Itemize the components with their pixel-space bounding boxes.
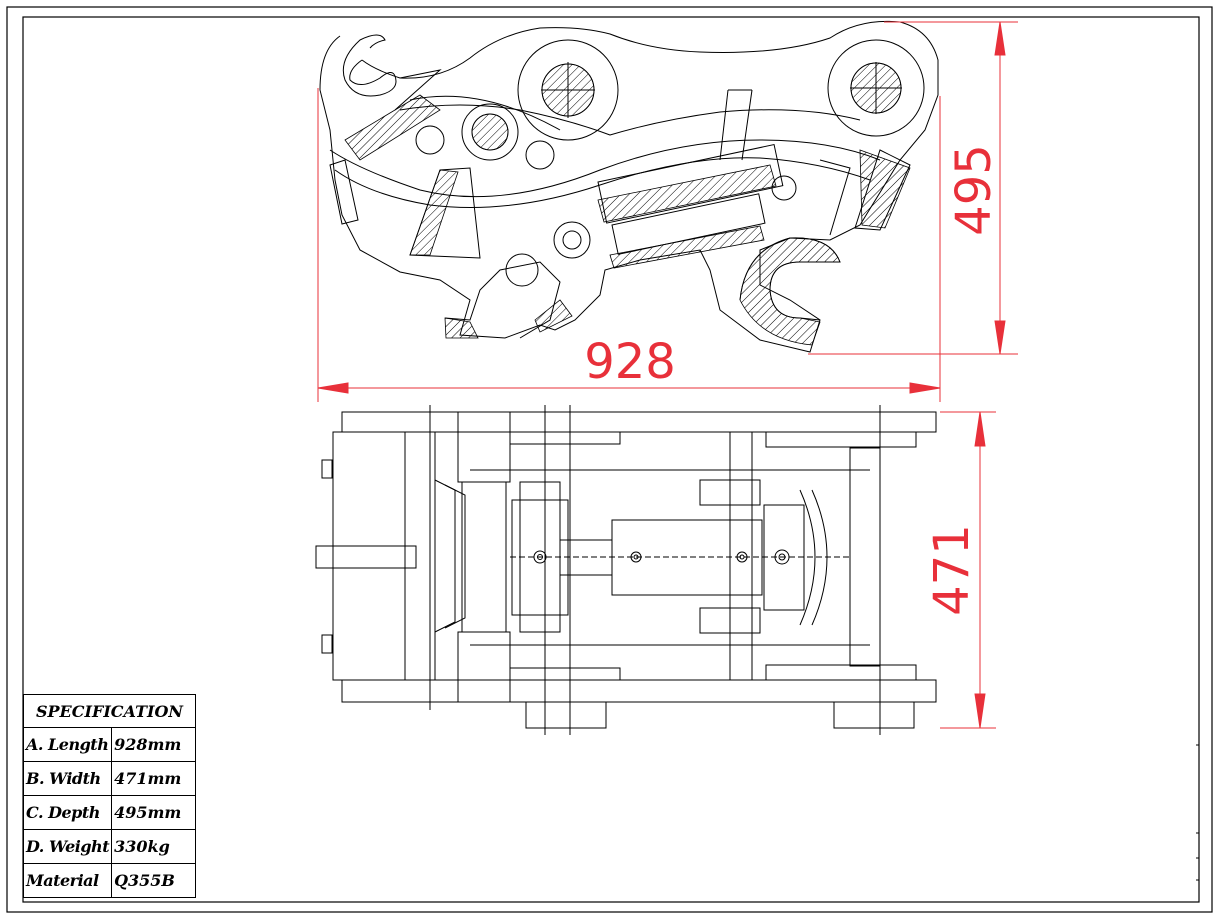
spec-value: 471mm bbox=[111, 761, 196, 796]
spec-key: A. Length bbox=[22, 727, 113, 762]
spec-row: B. Width 471mm bbox=[22, 761, 196, 796]
dimension-lines bbox=[317, 21, 1018, 729]
spec-value: 495mm bbox=[111, 795, 196, 830]
side-view-hatching bbox=[344, 62, 911, 346]
spec-key: Material bbox=[22, 863, 113, 898]
spec-value: 928mm bbox=[111, 727, 196, 762]
dimension-length-label: 928 bbox=[584, 334, 676, 390]
spec-row: A. Length 928mm bbox=[22, 727, 196, 762]
top-view bbox=[315, 405, 937, 735]
outer-border bbox=[6, 6, 1213, 913]
spec-row: C. Depth 495mm bbox=[22, 795, 196, 830]
spec-row: D. Weight 330kg bbox=[22, 829, 196, 864]
dimension-depth-label: 495 bbox=[946, 144, 1002, 236]
spec-title: SPECIFICATION bbox=[23, 694, 196, 728]
spec-key: C. Depth bbox=[22, 795, 113, 830]
side-view bbox=[319, 20, 939, 353]
spec-key: B. Width bbox=[22, 761, 113, 796]
spec-value: Q355B bbox=[111, 863, 196, 898]
dimension-width-label: 471 bbox=[924, 524, 980, 616]
specification-table: SPECIFICATION A. Length 928mm B. Width 4… bbox=[22, 694, 196, 898]
spec-row: Material Q355B bbox=[22, 863, 196, 898]
inner-border bbox=[22, 16, 1200, 903]
spec-value: 330kg bbox=[111, 829, 196, 864]
spec-key: D. Weight bbox=[22, 829, 113, 864]
spec-header-row: SPECIFICATION bbox=[23, 694, 196, 728]
